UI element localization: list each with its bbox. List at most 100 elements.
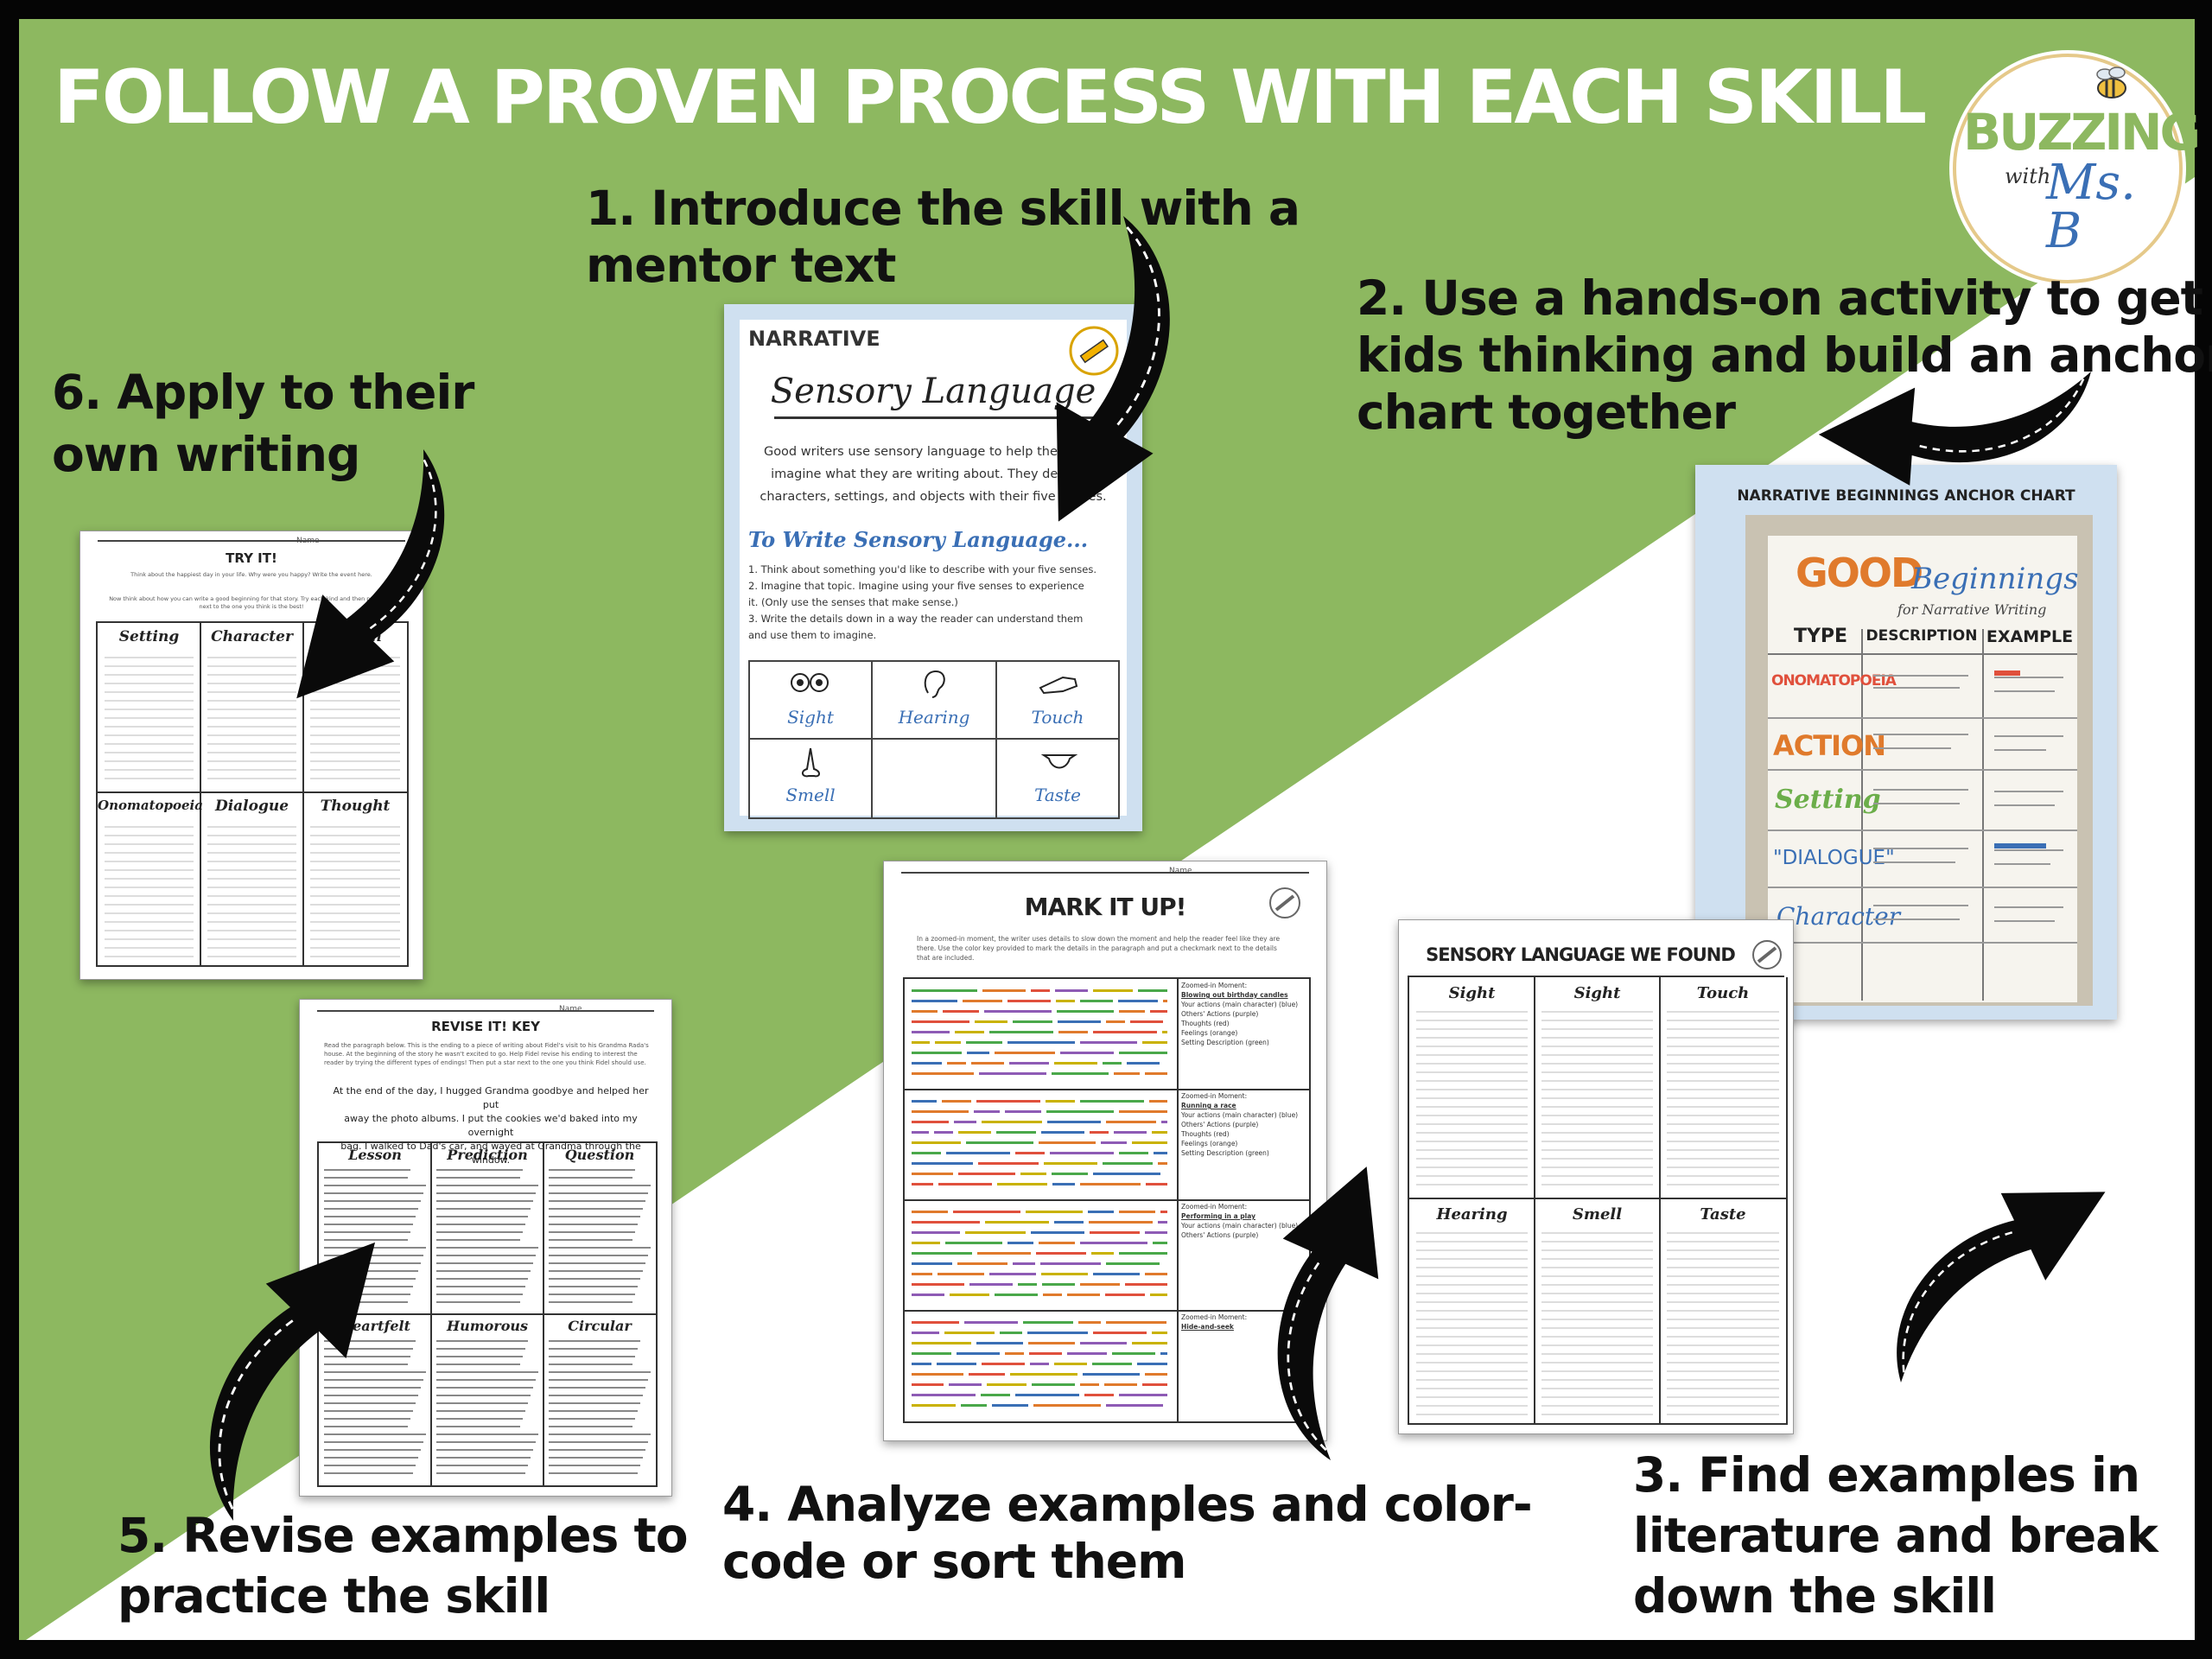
anchor-row-setting: Setting xyxy=(1775,785,1881,815)
moment-3-key-2: Others' Actions (purple) xyxy=(1181,1231,1259,1239)
revise-cell-prediction: Prediction xyxy=(447,1147,528,1163)
moment-3-title: Performing in a play xyxy=(1181,1212,1255,1220)
sense-taste: Taste xyxy=(1034,785,1081,805)
try-it-cell-character: Character xyxy=(211,628,293,645)
mark-it-name-label: Name xyxy=(1169,867,1192,875)
arrow-step-5 xyxy=(154,1204,405,1530)
found-cell-smell: Smell xyxy=(1572,1205,1623,1224)
step-3-line-3: down the skill xyxy=(1633,1568,1997,1624)
moment-1-key-3: Thoughts (red) xyxy=(1181,1020,1230,1027)
step-3-caption: 3. Find examples in literature and break… xyxy=(1633,1445,2158,1626)
anchor-scribbles xyxy=(1873,671,2063,922)
intro-line-1: Good writers use sensory language to hel… xyxy=(763,445,1103,459)
ear-icon xyxy=(924,670,945,698)
step-1-line-2: mentor text xyxy=(586,238,896,293)
revise-para-line-3: bag. I walked to Dad's car, and waved at… xyxy=(340,1141,641,1166)
moment-1-title: Blowing out birthday candles xyxy=(1181,991,1288,999)
mentor-sheet-subheading: To Write Sensory Language... xyxy=(748,527,1089,552)
pencil-icon xyxy=(1752,940,1782,969)
revise-it-intro: Read the paragraph below. This is the en… xyxy=(324,1042,649,1066)
try-it-prompt-2: Now think about how you can write a good… xyxy=(109,595,394,610)
revise-para-line-2: away the photo albums. I put the cookies… xyxy=(344,1113,638,1138)
anchor-row-action: ACTION xyxy=(1773,729,1886,762)
anchor-row-dialogue: "DIALOGUE" xyxy=(1773,847,1895,869)
arrow-step-2 xyxy=(1812,355,2107,501)
moment-3-key-1: Your actions (main character) (blue) xyxy=(1181,1222,1299,1230)
revise-cell-circular: Circular xyxy=(568,1318,632,1334)
mentor-step-1: 1. Think about something you'd like to d… xyxy=(748,563,1096,575)
page-title: FOLLOW A PROVEN PROCESS WITH EACH SKILL xyxy=(54,54,1927,141)
moment-1-key-1: Your actions (main character) (blue) xyxy=(1181,1001,1299,1008)
mark-moment-1: Zoomed-in Moment: Blowing out birthday c… xyxy=(1181,981,1307,1047)
anchor-subtitle: for Narrative Writing xyxy=(1897,601,2047,618)
step-4-caption: 4. Analyze examples and color- code or s… xyxy=(722,1476,1533,1590)
step-1-caption: 1. Introduce the skill with a mentor tex… xyxy=(586,180,1300,294)
arrow-step-4 xyxy=(1245,1153,1399,1465)
step-2-caption: 2. Use a hands-on activity to get kids t… xyxy=(1357,270,2212,441)
intro-line-3: characters, settings, and objects with t… xyxy=(760,490,1107,504)
sense-smell: Smell xyxy=(785,785,836,805)
hand-icon xyxy=(1039,676,1078,695)
step-4-line-1: 4. Analyze examples and color- xyxy=(722,1477,1533,1532)
moment-2-key-2: Others' Actions (purple) xyxy=(1181,1121,1259,1128)
revise-grid-lines xyxy=(319,1143,656,1485)
found-grid-lines xyxy=(1409,977,1786,1423)
sense-hearing: Hearing xyxy=(898,707,970,728)
step-6-line-1: 6. Apply to their xyxy=(52,365,474,420)
moment-2-key-5: Setting Description (green) xyxy=(1181,1149,1269,1157)
found-cell-sight-1: Sight xyxy=(1448,984,1496,1002)
mentor-step-2: 2. Imagine that topic. Imagine using you… xyxy=(748,580,1084,592)
try-it-cell-dialogue: Dialogue xyxy=(214,798,289,815)
anchor-title-beginnings: Beginnings xyxy=(1911,562,2079,596)
tongue-icon xyxy=(1040,754,1078,769)
senses-grid: Sight Hearing Touch Smell Taste xyxy=(748,660,1120,819)
mentor-sheet-intro: Good writers use sensory language to hel… xyxy=(743,441,1123,508)
logo-text-with: with xyxy=(2005,164,2051,188)
anchor-col-description: DESCRIPTION xyxy=(1866,627,1978,645)
step-2-line-1: 2. Use a hands-on activity to get xyxy=(1357,270,2203,326)
mark-intro-line-3: that are included. xyxy=(917,954,975,962)
step-2-line-2: kids thinking and build an anchor xyxy=(1357,327,2212,383)
step-5-line-2: practice the skill xyxy=(118,1568,550,1624)
step-1-line-1: 1. Introduce the skill with a xyxy=(586,181,1300,236)
try-it-cell-thought: Thought xyxy=(320,798,391,815)
revise-cell-lesson: Lesson xyxy=(348,1147,402,1163)
anchor-row-character: Character xyxy=(1777,902,1901,931)
try-it-title: TRY IT! xyxy=(226,550,277,566)
mark-it-intro: In a zoomed-in moment, the writer uses d… xyxy=(917,934,1297,963)
arrow-step-1 xyxy=(1025,210,1212,543)
moment-1-label: Zoomed-in Moment: xyxy=(1181,982,1248,989)
revise-cell-heartfelt: Heartfelt xyxy=(339,1318,410,1334)
found-cell-touch: Touch xyxy=(1696,984,1750,1002)
moment-4-title: Hide-and-seek xyxy=(1181,1323,1234,1331)
moment-1-key-2: Others' Actions (purple) xyxy=(1181,1010,1259,1018)
mark-it-sheet: Name MARK IT UP! In a zoomed-in moment, … xyxy=(883,861,1327,1441)
anchor-poster: GOOD Beginnings for Narrative Writing TY… xyxy=(1768,536,2079,1002)
mark-it-table: Zoomed-in Moment: Blowing out birthday c… xyxy=(903,977,1311,1423)
found-cell-hearing: Hearing xyxy=(1436,1205,1508,1224)
buzzing-logo: BUZZING with Ms. B xyxy=(1953,54,2201,283)
step-5-caption: 5. Revise examples to practice the skill xyxy=(118,1505,689,1626)
mark-moment-4: Zoomed-in Moment: Hide-and-seek xyxy=(1181,1313,1307,1332)
nose-icon xyxy=(802,747,820,778)
found-title: SENSORY LANGUAGE WE FOUND xyxy=(1426,944,1736,965)
revise-it-title: REVISE IT! KEY xyxy=(431,1019,540,1034)
moment-2-key-1: Your actions (main character) (blue) xyxy=(1181,1111,1299,1119)
revise-cell-question: Question xyxy=(564,1147,635,1163)
eyes-icon xyxy=(791,673,829,692)
anchor-row-onomatopoeia: ONOMATOPOEIA xyxy=(1771,672,1897,690)
step-3-line-1: 3. Find examples in xyxy=(1633,1447,2140,1503)
arrow-step-6 xyxy=(270,441,495,733)
mark-it-lines xyxy=(905,979,1309,1421)
logo-text-msb: Ms. B xyxy=(2046,155,2136,259)
mentor-sheet-page: NARRATIVE Sensory Language Good writers … xyxy=(740,320,1127,819)
found-cell-sight-2: Sight xyxy=(1573,984,1621,1002)
anchor-title-good: GOOD xyxy=(1796,550,1923,596)
logo-text-buzzing: BUZZING xyxy=(1963,103,2201,162)
try-it-grid-lines xyxy=(98,623,407,965)
intro-line-2: imagine what they are writing about. The… xyxy=(771,467,1096,481)
moment-2-title: Running a race xyxy=(1181,1102,1236,1109)
moment-2-key-3: Thoughts (red) xyxy=(1181,1130,1230,1138)
